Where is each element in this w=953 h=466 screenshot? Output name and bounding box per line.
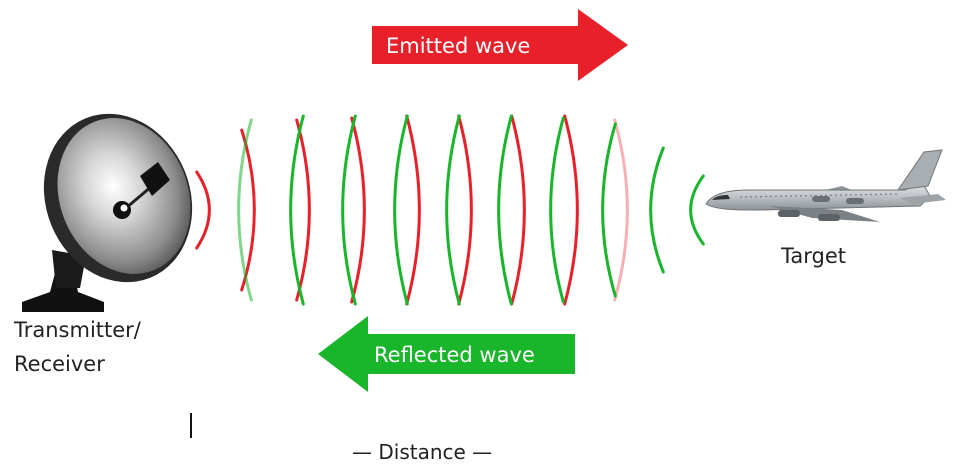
emitted-arrow-shape [372,9,628,81]
wave-fronts [195,114,705,306]
plane-engine-1 [778,210,800,217]
dish-hub-highlight [120,204,128,212]
emitted-wave-label: Emitted wave [386,34,530,58]
reflected-wavefront [237,118,253,302]
reflected-wave-arrow: Reflected wave [318,316,575,392]
plane-cockpit [712,195,730,200]
emitted-wavefront [350,116,366,304]
emitted-wavefront [240,128,256,292]
reflected-wavefront [649,146,665,274]
plane-engine-3 [812,196,830,202]
emitted-wavefront [510,114,526,306]
plane-tail-fin [896,149,943,191]
reflected-wave-label: Reflected wave [374,343,535,367]
emitted-wavefront [295,118,311,302]
target-label: Target [781,244,846,268]
radar-dish-icon [22,113,193,312]
receiver-label: Receiver [14,352,105,376]
reflected-wavefront [445,114,461,306]
reflected-wavefront [497,114,513,306]
reflected-wavefront [341,114,357,306]
emitted-wavefront [613,118,629,302]
reflected-wavefront [289,114,305,306]
plane-window-line [739,193,901,198]
dish-feed-horn [140,162,170,196]
emitted-wavefront [457,114,473,306]
emitted-wavefront [405,114,421,306]
plane-stabilizer [900,194,946,204]
plane-engine-4 [846,198,864,204]
reflected-wavefront [549,116,565,304]
plane-engine-2 [818,214,840,221]
reflected-wavefront [393,114,409,306]
reflected-wavefront [689,174,705,246]
airplane-icon [705,149,946,222]
dish-bowl [57,118,191,274]
dish-feed-arm [125,184,153,210]
emitted-wave-arrow: Emitted wave [372,9,628,81]
reflected-arrow-shape [318,316,575,392]
emitted-wavefront [195,170,211,250]
transmitter-label: Transmitter/ [14,318,141,342]
emitted-wavefront [563,114,579,306]
distance-label: — Distance — [352,440,493,464]
reflected-wavefront [601,122,617,298]
